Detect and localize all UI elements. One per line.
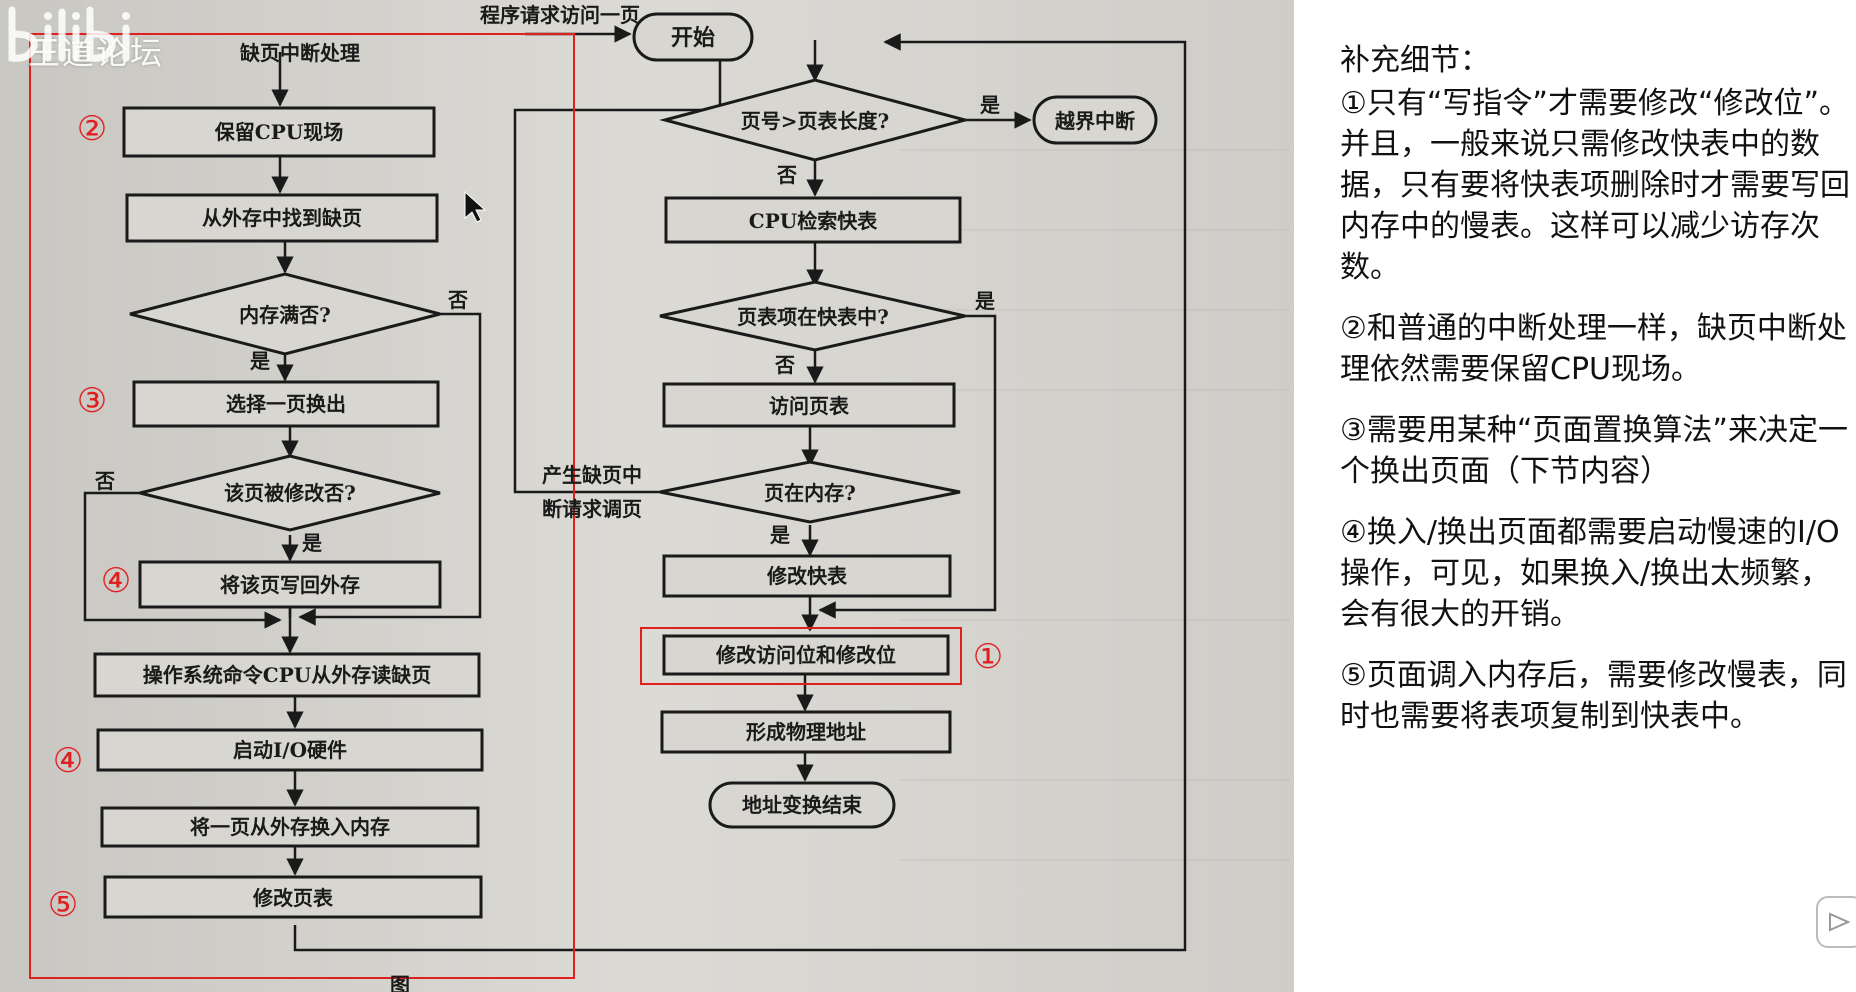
marker-4a: ④: [101, 561, 131, 601]
node-choose-page: 选择一页换出: [226, 392, 346, 416]
label-yes-overflow: 是: [979, 93, 1000, 117]
node-start-io: 启动I/O硬件: [233, 738, 347, 762]
mouse-cursor-icon: [464, 190, 487, 223]
flowchart-photo: 程序请求访问一页 开始 页号>页表长度? 越界中断 CPU检索快表 页表项在快表…: [0, 0, 1294, 992]
node-os-cmd: 操作系统命令CPU从外存读缺页: [143, 663, 431, 687]
node-in-mem: 页在内存?: [764, 481, 856, 505]
label-yes-modified: 是: [301, 531, 322, 555]
node-swap-in: 将一页从外存换入内存: [190, 815, 390, 839]
modify-bits-highlight: [640, 627, 962, 685]
top-label: 程序请求访问一页: [480, 3, 640, 27]
note-item-4: ④换入/换出页面都需要启动慢速的I/O操作，可见，如果换入/换出太频繁，会有很大…: [1340, 515, 1840, 632]
note-item-3: ③需要用某种“页面置换算法”来决定一个换出页面（下节内容）: [1340, 413, 1848, 489]
note-item-2: ②和普通的中断处理一样，缺页中断处理依然需要保留CPU现场。: [1340, 311, 1847, 387]
label-yes-tlb: 是: [974, 289, 995, 313]
note-item-1: ①只有“写指令”才需要修改“修改位”。并且，一般来说只需修改快表中的数据，只有要…: [1340, 86, 1850, 285]
node-access-pt: 访问页表: [769, 394, 850, 418]
notes-panel: 补充细节： ①只有“写指令”才需要修改“修改位”。并且，一般来说只需修改快表中的…: [1340, 40, 1856, 757]
node-mod-pt: 修改页表: [252, 886, 334, 910]
node-cpu-search: CPU检索快表: [749, 209, 878, 233]
flowchart: 程序请求访问一页 开始 页号>页表长度? 越界中断 CPU检索快表 页表项在快表…: [0, 0, 1294, 992]
node-save-cpu: 保留CPU现场: [214, 120, 343, 144]
left-highlight-box: [29, 33, 575, 979]
corner-play-button[interactable]: [1816, 896, 1856, 948]
node-check-len: 页号>页表长度?: [741, 109, 889, 133]
marker-3: ③: [77, 381, 107, 421]
label-yes-mem: 是: [769, 523, 790, 547]
label-page-fault-2: 断请求调页: [542, 497, 642, 521]
label-page-fault-1: 产生缺页中: [542, 463, 642, 487]
node-mod-bits: 修改访问位和修改位: [715, 643, 896, 667]
label-no-len: 否: [776, 163, 797, 187]
marker-5: ⑤: [48, 885, 78, 925]
note-item-5: ⑤页面调入内存后，需要修改慢表，同时也需要将表项复制到快表中。: [1340, 658, 1847, 734]
node-find-page: 从外存中找到缺页: [202, 206, 362, 230]
marker-2: ②: [77, 109, 107, 149]
label-no-modified: 否: [94, 469, 115, 493]
marker-1: ①: [973, 637, 1003, 677]
label-no-full: 否: [447, 288, 468, 312]
node-write-back: 将该页写回外存: [220, 573, 360, 597]
node-overflow: 越界中断: [1054, 109, 1135, 133]
node-start: 开始: [671, 25, 715, 51]
node-mem-full: 内存满否?: [239, 303, 331, 327]
notes-title: 补充细节：: [1340, 43, 1490, 78]
node-end: 地址变换结束: [742, 793, 863, 817]
node-in-tlb: 页表项在快表中?: [737, 305, 889, 329]
play-icon: [1829, 912, 1850, 932]
bilibili-logo-icon: [8, 6, 130, 62]
label-yes-full: 是: [249, 349, 270, 373]
caption-fragment: 图: [390, 973, 410, 992]
marker-4b: ④: [53, 741, 83, 781]
label-no-tlb: 否: [774, 353, 795, 377]
node-mod-tlb: 修改快表: [766, 564, 848, 588]
left-title: 缺页中断处理: [240, 41, 360, 65]
node-phys-addr: 形成物理地址: [746, 720, 866, 744]
node-modified: 该页被修改否?: [224, 481, 356, 505]
